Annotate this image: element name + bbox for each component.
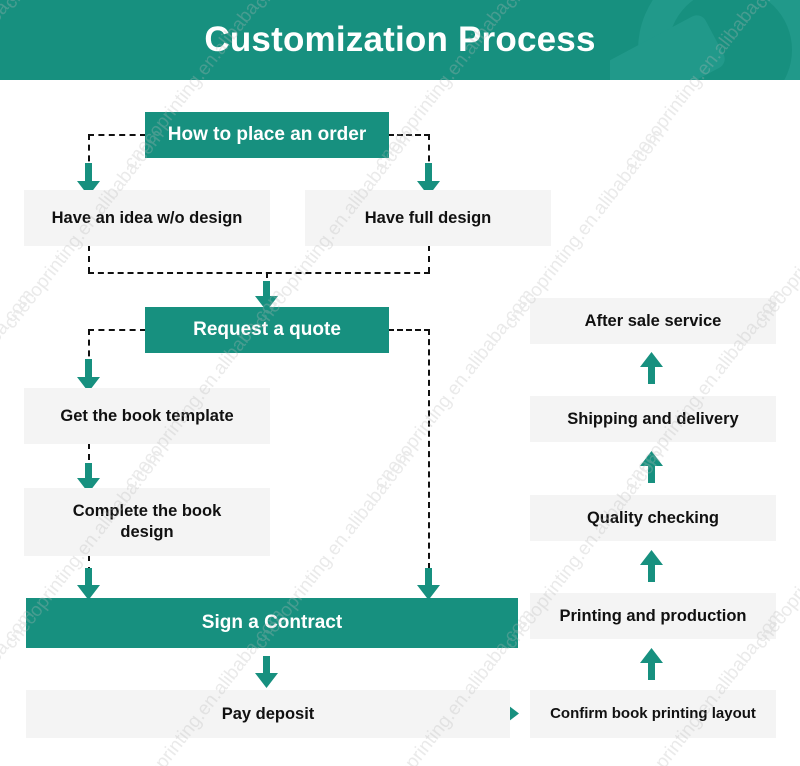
arrow-up-to-printing-and-production <box>640 648 663 680</box>
node-label: Shipping and delivery <box>567 409 739 428</box>
node-how-to-place-an-order[interactable]: How to place an order <box>145 112 389 158</box>
arrow-down-to-design <box>77 463 100 493</box>
page-header: Customization Process <box>0 0 800 80</box>
connector-right-branch-down <box>428 245 430 273</box>
node-printing-and-production[interactable]: Printing and production <box>530 593 776 639</box>
connector-start-to-right-vertical <box>428 134 430 172</box>
arrow-down-to-right-branch <box>417 163 440 196</box>
node-label: Printing and production <box>559 606 747 625</box>
node-sign-a-contract[interactable]: Sign a Contract <box>26 598 518 648</box>
node-after-sale-service[interactable]: After sale service <box>530 298 776 344</box>
connector-left-branch-down <box>88 245 90 273</box>
node-have-an-idea-wo-design[interactable]: Have an idea w/o design <box>24 190 270 246</box>
node-label: How to place an order <box>167 124 367 146</box>
node-label: Confirm book printing layout <box>550 704 756 722</box>
arrow-down-to-left-branch <box>77 163 100 196</box>
node-label: Pay deposit <box>221 704 315 723</box>
page-title: Customization Process <box>204 20 596 59</box>
node-label: Quality checking <box>586 508 720 527</box>
connector-quote-to-contract <box>388 329 430 331</box>
arrow-up-to-shipping-and-delivery <box>640 451 663 483</box>
node-request-a-quote[interactable]: Request a quote <box>145 307 389 353</box>
connector-start-to-right <box>388 134 430 136</box>
arrow-down-to-quote <box>255 281 278 311</box>
node-quality-checking[interactable]: Quality checking <box>530 495 776 541</box>
node-pay-deposit[interactable]: Pay deposit <box>26 690 510 738</box>
arrow-down-to-template <box>77 359 100 392</box>
node-complete-the-book-design[interactable]: Complete the book design <box>24 488 270 556</box>
connector-quote-to-template <box>88 329 146 331</box>
node-label: Have an idea w/o design <box>51 208 243 227</box>
node-shipping-and-delivery[interactable]: Shipping and delivery <box>530 396 776 442</box>
node-label: Have full design <box>364 208 492 227</box>
node-have-full-design[interactable]: Have full design <box>305 190 551 246</box>
connector-quote-to-contract-vertical <box>428 329 430 569</box>
node-label: Request a quote <box>193 319 341 341</box>
node-label: Get the book template <box>60 406 234 425</box>
header-decoration-icon <box>610 0 800 80</box>
node-label: Sign a Contract <box>201 612 343 634</box>
watermark-text: cnecoprinting.en.alibaba.com <box>370 285 539 493</box>
arrow-up-to-quality-checking <box>640 550 663 582</box>
connector-quote-to-template-vertical <box>88 329 90 367</box>
node-get-the-book-template[interactable]: Get the book template <box>24 388 270 444</box>
arrow-up-to-after-sale-service <box>640 352 663 384</box>
node-confirm-book-printing-layout[interactable]: Confirm book printing layout <box>530 690 776 738</box>
arrow-down-to-deposit <box>255 656 278 688</box>
connector-start-to-left <box>88 134 146 136</box>
node-label: Complete the book design <box>72 502 222 541</box>
connector-start-to-left-vertical <box>88 134 90 172</box>
arrow-down-to-contract-right <box>417 568 440 600</box>
arrow-down-to-contract-left <box>77 568 100 600</box>
node-label: After sale service <box>584 311 722 330</box>
connector-design-to-contract <box>88 555 90 573</box>
connector-merge-bar <box>88 272 430 274</box>
connector-template-to-design <box>88 443 90 471</box>
